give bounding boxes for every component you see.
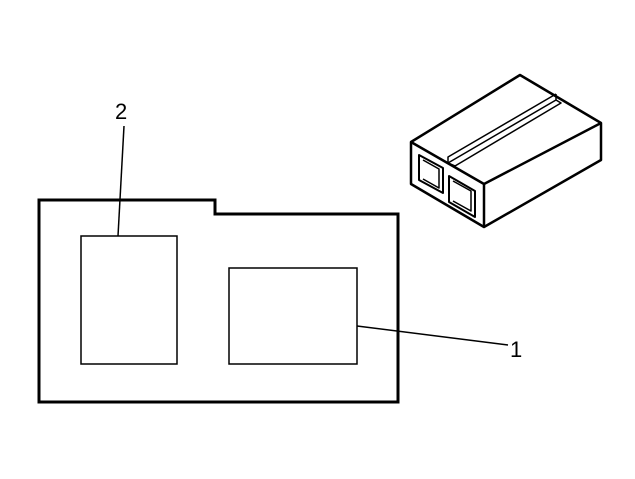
- connector-side-face: [483, 121, 602, 186]
- component-1: [228, 267, 358, 365]
- component-2: [80, 235, 178, 365]
- connector-cavity-2: [448, 175, 476, 218]
- leader-line-2: [117, 125, 125, 237]
- connector-cavity-1: [418, 154, 444, 194]
- leader-line-1: [356, 325, 509, 346]
- callout-label-1: 1: [510, 337, 522, 362]
- connector-latch-step: [447, 93, 557, 163]
- callout-label-2: 2: [115, 99, 127, 124]
- connector-latch-ridge: [447, 99, 562, 167]
- connector-cavity-1-inner: [422, 159, 440, 189]
- connector-icon: [409, 73, 603, 229]
- connector-outline: [409, 73, 603, 229]
- connector-cavity-2-inner: [452, 180, 472, 212]
- panel-outline: [37, 198, 400, 404]
